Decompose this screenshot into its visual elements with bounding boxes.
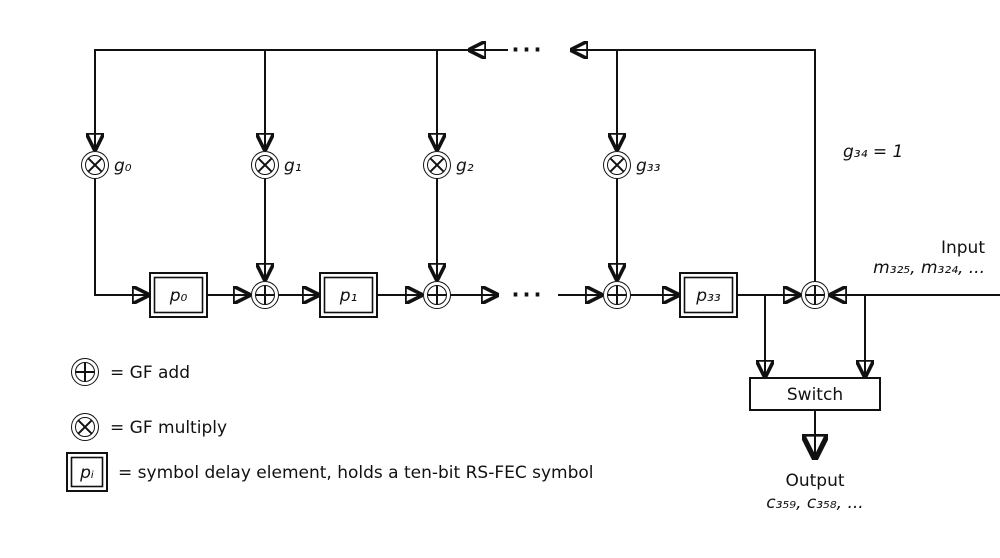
legend-delay-symbol: pᵢ [79,463,94,483]
output-title: Output [785,471,844,491]
input-sequence: m₃₂₅, m₃₂₄, ... [873,258,985,278]
feedback-left-segment [95,49,468,151]
gf-adder-2 [423,281,451,309]
g34-label: g₃₄ = 1 [843,142,903,162]
add-plus [255,285,275,305]
p1-label: p₁ [339,286,358,306]
input-section: Input m₃₂₅, m₃₂₄, ... [829,238,1000,295]
add-plus [75,362,95,382]
gf-adder-output [801,281,829,309]
input-title: Input [941,238,985,258]
delay-p1: p₁ [319,272,378,318]
delay-box-inner [70,456,104,488]
g33-label: g₃₃ [636,156,661,176]
p0-label: p₀ [169,286,188,306]
feedback-ellipsis: ··· [512,38,545,62]
feedback-right-segment [570,50,816,281]
multiply-cross [429,157,445,173]
gf-multiplier-g0: g₀ [81,151,132,179]
gf-adder-1 [251,281,279,309]
multiply-cross [87,157,103,173]
g0-output [94,179,150,295]
legend-delay-text: = symbol delay element, holds a ten-bit … [118,463,594,483]
multiply-cross [77,419,93,435]
delay-box-inner [323,276,374,314]
delay-box-inner [683,276,734,314]
gf-multiplier-g1: g₁ [251,151,302,179]
gf-multiplier-g33: g₃₃ [603,151,661,179]
multiply-cross [609,157,625,173]
output-sequence: c₃₅₉, c₃₅₈, ... [766,493,863,513]
multiply-cross [257,157,273,173]
delay-p0: p₀ [149,272,208,318]
gf-multiplier-g2: g₂ [423,151,474,179]
feedback-line: ··· [95,38,816,281]
legend: = GF add = GF multiply pᵢ = symbol delay… [66,358,594,492]
add-plus [427,285,447,305]
tap-lines [265,50,617,151]
delay-p33: p₃₃ [679,272,738,318]
legend-add-text: = GF add [110,363,190,383]
gf-adder-3 [603,281,631,309]
switch-label: Switch [787,385,843,405]
delay-box-inner [153,276,204,314]
g1-label: g₁ [284,156,302,176]
legend-gf-add: = GF add [71,358,190,386]
g2-label: g₂ [456,156,474,176]
main-chain-ellipsis: ··· [512,283,545,307]
switch-box [749,377,881,411]
main-chain-lines: ··· [207,283,801,307]
add-plus [607,285,627,305]
legend-gf-multiply: = GF multiply [71,413,227,441]
p33-label: p₃₃ [695,286,721,306]
legend-multiply-text: = GF multiply [110,418,227,438]
legend-delay-element: pᵢ = symbol delay element, holds a ten-b… [66,452,594,492]
g0-label: g₀ [114,156,132,176]
switch-section: Switch Output c₃₅₉, c₃₅₈, ... [749,295,881,513]
add-plus [805,285,825,305]
multiplier-output-lines [94,179,617,295]
